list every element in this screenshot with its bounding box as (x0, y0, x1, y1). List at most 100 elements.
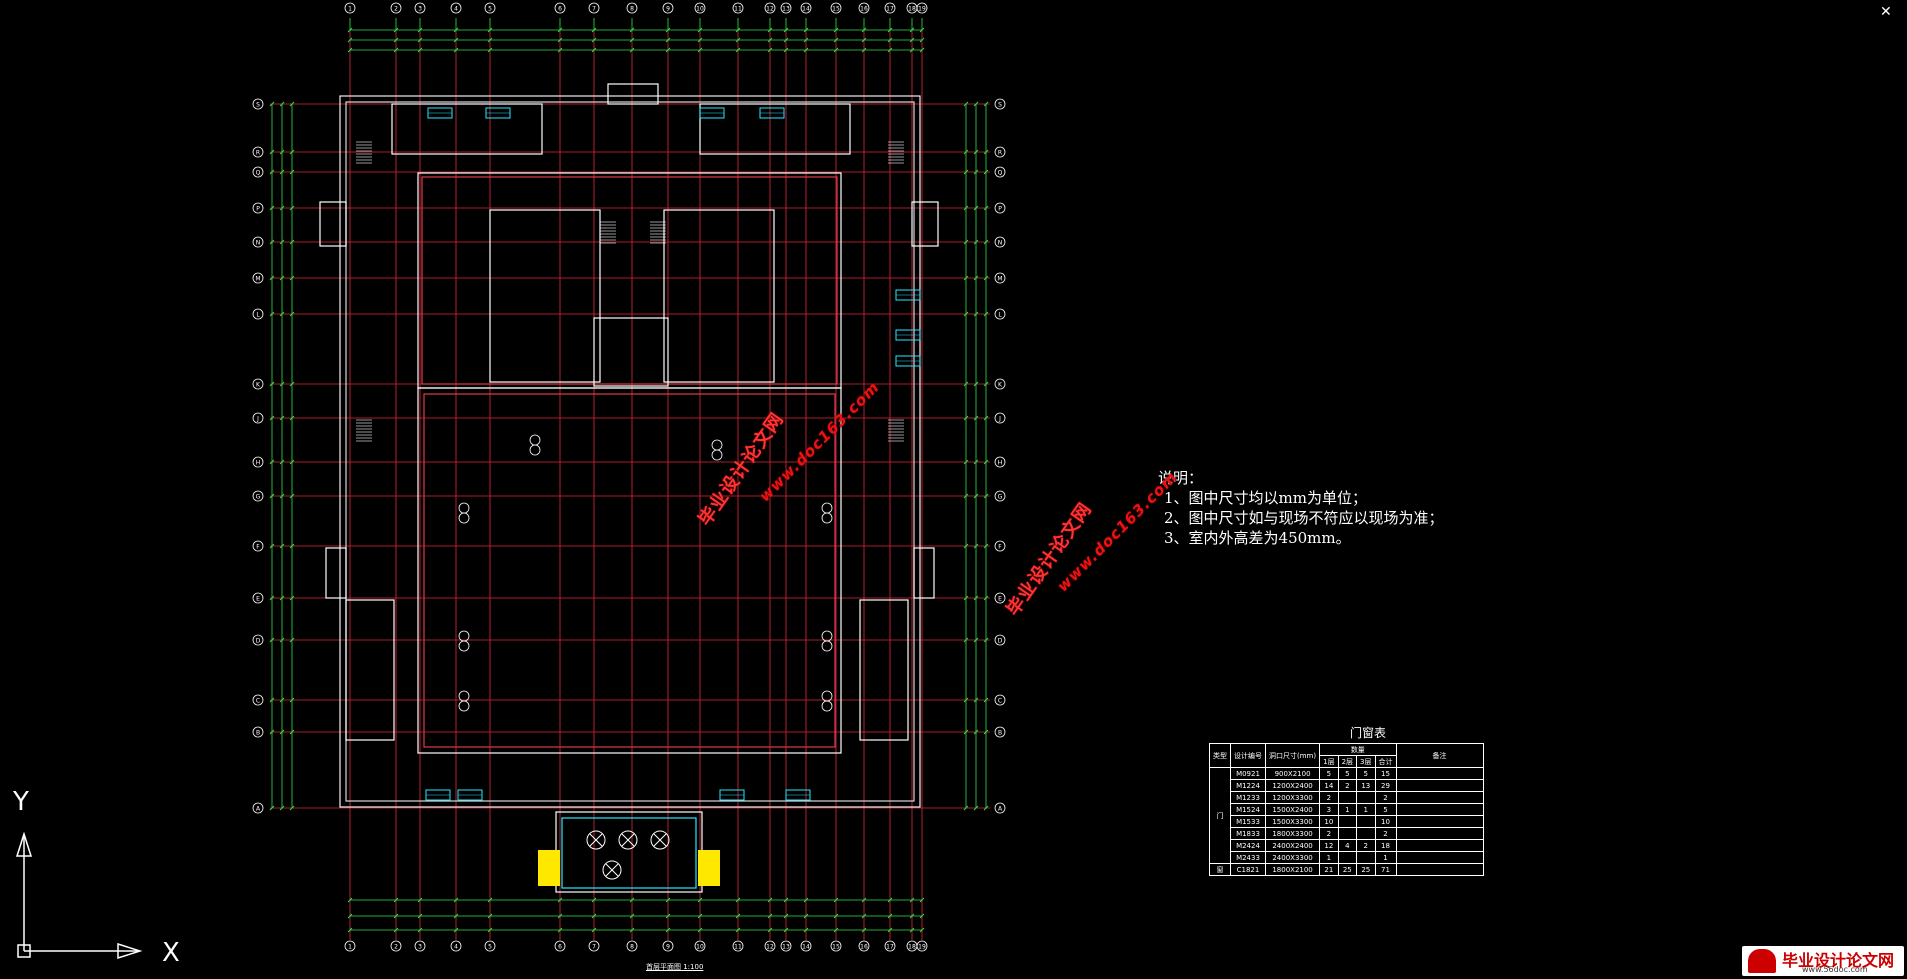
axis-label: 15 (832, 6, 840, 13)
note-item: 1、图中尺寸均以mm为单位； (1164, 489, 1367, 507)
axis-label: 9 (666, 944, 670, 951)
vertical-axis-grid: 1122334455667788991010111112121313141415… (344, 2, 928, 952)
table-cell: 2 (1374, 791, 1397, 804)
table-cell: M1533 (1230, 815, 1266, 828)
axis-label: 11 (734, 6, 742, 13)
table-subheader: 3层 (1356, 755, 1376, 768)
design-notes: 说明： 1、图中尺寸均以mm为单位； 2、图中尺寸如与现场不符应以现场为准； 3… (1158, 468, 1444, 548)
axis-label: 18 (908, 6, 916, 13)
table-cell: 18 (1374, 839, 1397, 852)
axis-label: H (998, 460, 1003, 467)
table-cell: 1 (1337, 803, 1358, 816)
table-header: 洞口尺寸(mm) (1264, 743, 1321, 768)
table-cell: 21 (1319, 863, 1339, 876)
axis-label: D (256, 638, 261, 645)
ucs-icon (15, 831, 143, 960)
axis-label: G (998, 494, 1003, 501)
table-cell: M1233 (1230, 791, 1266, 804)
table-cell: 1200X3300 (1264, 791, 1321, 804)
table-cell: 25 (1356, 863, 1376, 876)
table-subheader: 1层 (1319, 755, 1339, 768)
table-header: 类型 (1209, 743, 1231, 768)
table-cell (1395, 779, 1484, 792)
table-cell (1356, 815, 1376, 828)
axis-label: 3 (418, 6, 422, 13)
furniture-blocks (356, 107, 921, 880)
axis-label: A (256, 806, 261, 813)
door-window-table-title: 门窗表 (1350, 726, 1387, 740)
axis-label: 6 (558, 944, 562, 951)
table-cell: 2 (1374, 827, 1397, 840)
table-cell (1356, 791, 1376, 804)
table-cell: 窗 (1209, 863, 1231, 876)
table-cell: 71 (1374, 863, 1397, 876)
axis-label: E (998, 596, 1002, 603)
table-subheader: 2层 (1337, 755, 1358, 768)
close-icon[interactable]: ✕ (1880, 4, 1892, 20)
axis-label: 3 (418, 944, 422, 951)
axis-label: 10 (696, 6, 704, 13)
axis-label: 17 (886, 6, 894, 13)
axis-label: H (256, 460, 261, 467)
axis-label: 19 (918, 944, 926, 951)
table-cell (1395, 767, 1484, 780)
axis-label: S (256, 102, 260, 109)
table-cell: 5 (1319, 767, 1339, 780)
table-cell: 13 (1356, 779, 1376, 792)
axis-label: D (998, 638, 1003, 645)
note-item: 2、图中尺寸如与现场不符应以现场为准； (1164, 509, 1444, 527)
dimension-lines (269, 27, 989, 933)
axis-label: 15 (832, 944, 840, 951)
table-cell: 2 (1319, 827, 1339, 840)
notes-heading: 说明： (1158, 469, 1204, 487)
axis-label: P (256, 206, 260, 213)
axis-label: M (255, 276, 260, 283)
table-cell: 1 (1319, 851, 1339, 864)
table-cell: 5 (1337, 767, 1358, 780)
axis-label: 2 (394, 944, 398, 951)
table-cell: 1800X3300 (1264, 827, 1321, 840)
axis-label: C (256, 698, 260, 705)
axis-label: Q (998, 170, 1003, 177)
table-cell: C1821 (1230, 863, 1266, 876)
table-cell: M2424 (1230, 839, 1266, 852)
parking-highlight-right (698, 850, 720, 886)
table-cell: M0921 (1230, 767, 1266, 780)
axis-label: J (256, 416, 259, 423)
ucs-y-label: Y (13, 787, 29, 817)
table-cell (1337, 827, 1358, 840)
site-logo[interactable]: 毕业设计论文网 www.56doc.com (1742, 946, 1904, 976)
axis-label: M (997, 276, 1002, 283)
table-cell: 10 (1319, 815, 1339, 828)
table-cell (1395, 791, 1484, 804)
axis-label: N (998, 240, 1003, 247)
axis-label: 19 (918, 6, 926, 13)
table-cell: M1224 (1230, 779, 1266, 792)
table-cell: 5 (1356, 767, 1376, 780)
axis-label: 13 (782, 6, 790, 13)
axis-label: 5 (488, 944, 492, 951)
axis-label: Q (256, 170, 261, 177)
table-cell: 4 (1337, 839, 1358, 852)
table-cell: 14 (1319, 779, 1339, 792)
axis-label: 4 (454, 6, 458, 13)
table-cell: 10 (1374, 815, 1397, 828)
axis-label: 17 (886, 944, 894, 951)
table-cell: 2 (1356, 839, 1376, 852)
axis-label: F (256, 544, 260, 551)
axis-label: F (998, 544, 1002, 551)
axis-label: 12 (766, 944, 774, 951)
table-cell: 900X2100 (1264, 767, 1321, 780)
table-cell: M2433 (1230, 851, 1266, 864)
table-cell: 15 (1374, 767, 1397, 780)
axis-label: S (998, 102, 1002, 109)
table-cell (1395, 851, 1484, 864)
table-cell (1395, 827, 1484, 840)
ucs-x-label: X (162, 938, 180, 968)
table-cell: 门 (1209, 767, 1231, 864)
table-cell: 5 (1374, 803, 1397, 816)
